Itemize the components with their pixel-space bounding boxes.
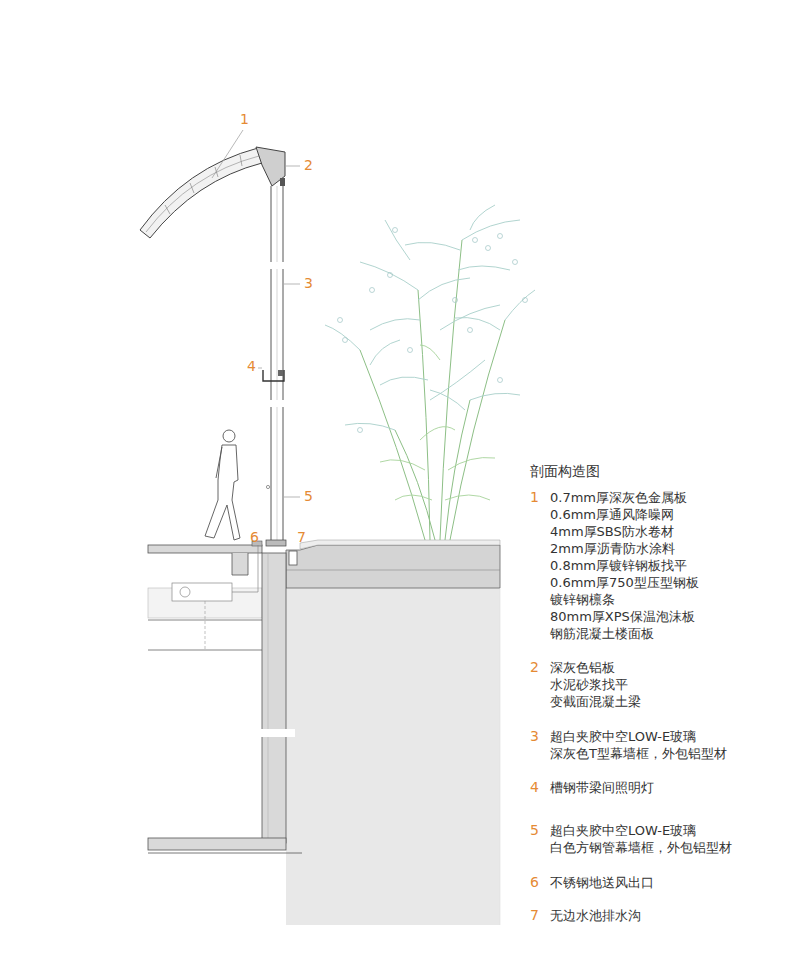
callout-number: 7 [297, 529, 306, 546]
bamboo-leaves [380, 345, 495, 500]
material-note: 0.8mm厚镀锌钢板找平 [550, 557, 687, 574]
callout-number: 5 [304, 488, 313, 505]
sill [266, 540, 286, 546]
callout-number: 1 [530, 489, 539, 506]
material-note: 0.6mm厚通风降噪网 [550, 506, 674, 523]
floor-slab [148, 545, 262, 553]
callout-number: 7 [530, 907, 539, 924]
callout-number: 2 [530, 659, 539, 676]
ceiling-line [148, 650, 262, 651]
ground-line [148, 853, 302, 854]
callout-number: 3 [304, 275, 313, 292]
pool-layer [286, 570, 500, 571]
bamboo-plant [360, 240, 505, 540]
material-note: 80mm厚XPS保温泡沫板 [550, 608, 695, 625]
material-note: 2mm厚沥青防水涂料 [550, 540, 675, 557]
callout-number: 4 [247, 358, 256, 375]
material-note: 深灰色铝板 [550, 659, 615, 676]
callout-number: 4 [530, 779, 539, 796]
slab-beam [232, 553, 248, 575]
material-note: 超白夹胶中空LOW-E玻璃 [550, 728, 696, 745]
material-note: 变截面混凝土梁 [550, 693, 641, 710]
retaining-wall [262, 553, 286, 843]
eave-beam [256, 147, 285, 186]
fan-coil-fan [180, 587, 190, 597]
bamboo-leaves [325, 205, 535, 430]
bamboo-seeds [338, 228, 528, 433]
callout-number: 2 [304, 157, 313, 174]
callout-number: 6 [250, 529, 259, 546]
material-note: 镀锌钢檩条 [550, 591, 615, 608]
curved-roof [140, 148, 262, 238]
door-knob [266, 485, 269, 488]
ceiling-line [148, 620, 262, 621]
break-gap [255, 729, 295, 737]
human-figure [205, 430, 240, 540]
material-note: 槽钢带梁间照明灯 [550, 779, 654, 796]
break-gap [265, 400, 289, 407]
pool-water [300, 540, 500, 549]
section-edge [500, 588, 501, 925]
hanger [205, 601, 206, 650]
channel-beam [263, 370, 284, 381]
glass-pane [277, 186, 278, 545]
callout-number: 1 [240, 111, 249, 128]
material-note: 无边水池排水沟 [550, 907, 641, 924]
material-note: 超白夹胶中空LOW-E玻璃 [550, 822, 696, 839]
material-note: 钢筋混凝土楼面板 [550, 625, 654, 642]
drain-trench [289, 551, 297, 565]
callout-number: 6 [530, 874, 539, 891]
base-slab [148, 838, 286, 850]
pool-slab [286, 545, 500, 588]
material-note: 不锈钢地送风出口 [550, 874, 654, 891]
roof-layer [146, 156, 259, 232]
eave-fixing [280, 178, 285, 186]
air-duct [232, 545, 258, 592]
material-note: 0.7mm厚深灰色金属板 [550, 489, 687, 506]
break-gap [265, 262, 289, 269]
leader-line [212, 130, 300, 497]
callout-number: 3 [530, 728, 539, 745]
callout-number: 5 [530, 822, 539, 839]
material-note: 0.6mm厚750型压型钢板 [550, 574, 699, 591]
roof-purlins [165, 155, 242, 214]
wall-finish [268, 553, 269, 843]
drawing-title: 剖面构造图 [530, 463, 600, 480]
curtain-wall [271, 186, 283, 545]
material-note: 白色方钢管幕墙框，外包铝型材 [550, 839, 732, 856]
soil-fill [286, 588, 500, 925]
material-note: 深灰色T型幕墙框，外包铝型材 [550, 745, 727, 762]
fan-coil [172, 583, 232, 601]
material-note: 水泥砂浆找平 [550, 676, 628, 693]
material-note: 4mm厚SBS防水卷材 [550, 523, 674, 540]
light-fixture [278, 370, 283, 376]
